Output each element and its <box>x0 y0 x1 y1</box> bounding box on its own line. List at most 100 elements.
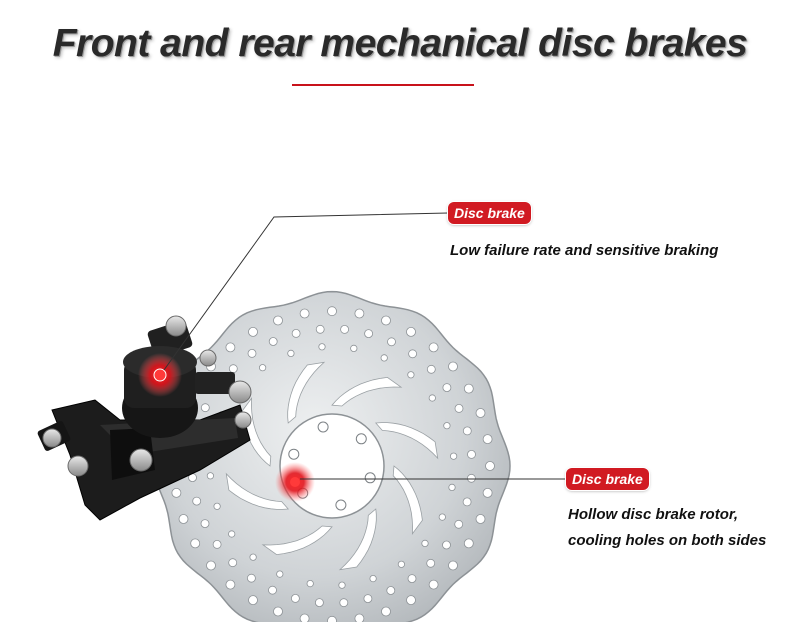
brake-rotor <box>153 290 511 622</box>
cooling-hole <box>268 585 277 595</box>
cooling-hole <box>448 483 456 491</box>
cooling-hole <box>449 452 458 460</box>
mounting-bolt-hole <box>317 421 329 433</box>
rotor-vent-slot <box>287 361 326 424</box>
cooling-hole <box>428 342 439 353</box>
cooling-hole <box>466 473 476 483</box>
cooling-hole <box>299 613 310 622</box>
cooling-hole <box>327 306 337 317</box>
cooling-hole <box>448 361 458 372</box>
cooling-hole <box>421 539 429 548</box>
description-line: cooling holes on both sides <box>568 532 767 549</box>
page-title: Front and rear mechanical disc brakes <box>52 22 748 65</box>
cooling-hole <box>426 558 436 568</box>
cooling-hole <box>448 560 458 571</box>
cooling-hole <box>485 461 495 471</box>
cooling-hole <box>248 326 258 337</box>
cooling-hole <box>354 308 365 319</box>
cooling-hole <box>200 519 210 528</box>
cooling-hole <box>228 530 236 538</box>
cooling-hole <box>463 538 474 549</box>
cooling-hole <box>287 349 295 357</box>
rotor-vent-slot <box>374 422 439 460</box>
callout-badge-rotor: Disc brake <box>566 468 649 490</box>
cooling-hole <box>406 595 416 605</box>
cooling-hole <box>380 354 388 362</box>
cooling-hole <box>206 560 216 571</box>
cooling-hole <box>363 594 373 603</box>
cooling-hole <box>273 315 283 326</box>
cooling-hole <box>276 570 284 578</box>
mounting-bolt-hole <box>355 433 367 445</box>
cooling-hole <box>443 422 451 430</box>
mounting-bolt-hole <box>364 472 376 484</box>
cooling-hole <box>315 324 325 334</box>
cooling-hole <box>462 426 472 436</box>
rotor-vent-slot <box>338 508 377 571</box>
cooling-hole <box>462 497 472 507</box>
mounting-bolt-hole <box>335 499 347 511</box>
callout-description-rotor: Hollow disc brake rotor, cooling holes o… <box>568 502 788 554</box>
cooling-hole <box>407 574 417 583</box>
cooling-hole <box>407 371 415 379</box>
cooling-hole <box>475 514 486 524</box>
cooling-hole <box>200 403 210 413</box>
cooling-hole <box>225 579 236 590</box>
cooling-hole <box>228 558 238 568</box>
cooling-hole <box>340 324 350 334</box>
callout-description-caliper: Low failure rate and sensitive braking <box>450 238 718 264</box>
cooling-hole <box>406 326 416 337</box>
cooling-hole <box>467 449 476 459</box>
cooling-hole <box>338 581 346 589</box>
cooling-hole <box>225 342 236 353</box>
cooling-hole <box>299 308 310 319</box>
cooling-hole <box>350 344 358 352</box>
cooling-hole <box>381 315 391 326</box>
rotor-marker-dot <box>290 477 300 487</box>
cooling-hole <box>369 574 377 583</box>
callout-leader-line-1 <box>163 212 449 371</box>
cooling-hole <box>248 595 258 605</box>
cooling-hole <box>318 343 326 351</box>
cooling-hole <box>454 519 464 529</box>
rotor-vent-slot <box>392 465 423 535</box>
cooling-hole <box>178 514 189 524</box>
description-line: Hollow disc brake rotor, <box>568 506 739 523</box>
cooling-hole <box>438 513 446 521</box>
cooling-hole <box>327 615 337 622</box>
cooling-hole <box>314 598 324 607</box>
cooling-hole <box>387 337 396 347</box>
callout-badge-caliper: Disc brake <box>448 202 531 224</box>
title-underline <box>292 84 474 86</box>
cooling-hole <box>228 364 238 374</box>
rotor-vent-slot <box>261 525 333 556</box>
cooling-hole <box>426 364 436 374</box>
cooling-hole <box>273 606 283 617</box>
cooling-hole <box>246 573 256 583</box>
cooling-hole <box>291 328 301 338</box>
brake-caliper <box>37 315 252 521</box>
cooling-hole <box>190 538 201 549</box>
cooling-hole <box>386 586 396 595</box>
cooling-hole <box>454 403 464 413</box>
cooling-hole <box>339 598 349 608</box>
cooling-hole <box>206 472 214 480</box>
cooling-hole <box>249 553 257 561</box>
mounting-bolt-hole <box>288 448 300 460</box>
cooling-hole <box>442 540 451 550</box>
cooling-hole <box>306 579 314 588</box>
cooling-hole <box>397 560 405 568</box>
cooling-hole <box>268 337 278 346</box>
cooling-hole <box>408 349 418 359</box>
rotor-vent-slot <box>225 472 290 510</box>
cooling-hole <box>482 434 493 445</box>
cooling-hole <box>213 502 221 510</box>
cooling-hole <box>482 487 493 498</box>
cooling-hole <box>463 383 474 394</box>
cooling-hole <box>428 579 439 590</box>
cooling-hole <box>212 540 222 549</box>
cooling-hole <box>171 487 182 498</box>
cooling-hole <box>475 408 486 418</box>
cooling-hole <box>247 348 257 358</box>
